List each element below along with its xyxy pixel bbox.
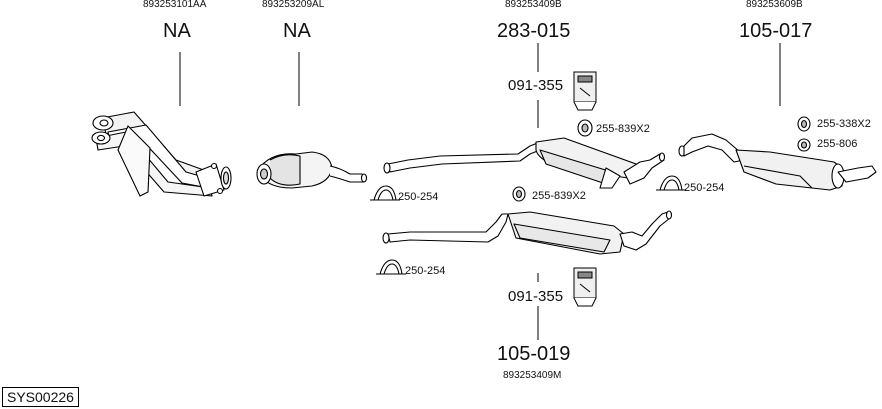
drawing-code-label: SYS00226 — [2, 387, 79, 407]
fitting-label-ring-rear-b: 255-806 — [817, 138, 858, 150]
part-number-rear-silencer: 105-017 — [739, 20, 813, 42]
ring-rear-a-icon — [797, 116, 811, 132]
ring-upper-mid-icon — [577, 119, 593, 137]
fitting-label-clamp-right: 250-254 — [684, 182, 725, 194]
part-number-mount-upper: 091-355 — [508, 77, 564, 94]
ring-lower-mid-icon — [512, 186, 526, 202]
clamp-left-lower-icon — [376, 259, 406, 275]
fitting-label-ring-rear-a: 255-338X2 — [817, 118, 871, 130]
mount-upper-drawing — [573, 71, 597, 111]
oem-number-middle-lower: 893253409M — [503, 370, 562, 381]
part-number-middle-lower: 105-019 — [497, 343, 571, 365]
middle-pipe-upper-drawing — [383, 137, 666, 189]
middle-pipe-lower-drawing — [382, 210, 673, 255]
fitting-label-clamp-left-upper: 250-254 — [398, 191, 439, 203]
fitting-label-ring-upper-mid: 255-839X2 — [596, 123, 650, 135]
mount-lower-drawing — [573, 267, 597, 307]
clamp-left-upper-icon — [370, 185, 400, 201]
exhaust-manifold-drawing — [91, 111, 232, 197]
oem-number-front-pipe: 893253209AL — [262, 0, 325, 10]
fitting-label-clamp-left-lower: 250-254 — [405, 265, 446, 277]
oem-number-rear-silencer: 893253609B — [746, 0, 803, 10]
part-number-manifold: NA — [163, 20, 191, 42]
part-number-mount-lower: 091-355 — [508, 288, 564, 305]
clamp-right-icon — [656, 175, 686, 191]
oem-number-middle-upper: 893253409B — [505, 0, 562, 10]
part-number-front-pipe: NA — [283, 20, 311, 42]
front-pipe-drawing — [256, 151, 368, 189]
rear-silencer-drawing — [678, 133, 877, 191]
oem-number-manifold: 893253101AA — [143, 0, 207, 10]
ring-rear-b-icon — [797, 138, 811, 152]
part-number-middle-upper: 283-015 — [497, 20, 571, 42]
fitting-label-ring-lower-mid: 255-839X2 — [532, 190, 586, 202]
